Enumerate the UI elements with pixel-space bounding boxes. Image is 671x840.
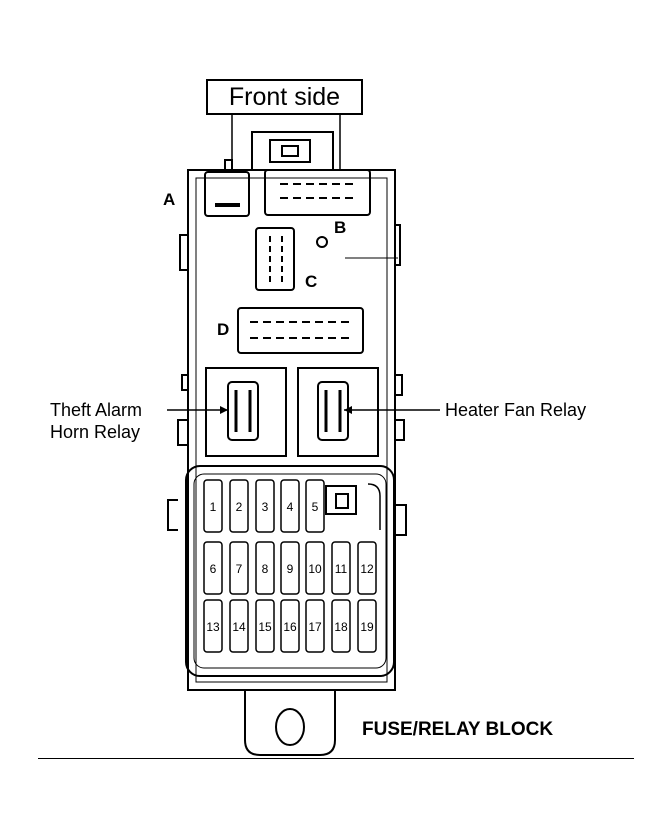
theft-alarm-label-line2: Horn Relay (50, 422, 141, 442)
heater-fan-relay (317, 381, 349, 441)
connector-a (204, 171, 250, 217)
fuse-slot-12 (357, 541, 377, 595)
relay-bay-left (205, 367, 287, 457)
connector-d (237, 307, 364, 354)
fuse-slot-7 (229, 541, 249, 595)
relay-bay-right (297, 367, 379, 457)
connector-c (255, 227, 295, 291)
fuse-slot-18 (331, 599, 351, 653)
fuse-slot-2 (229, 479, 249, 533)
front-side-label: Front side (206, 79, 363, 115)
top-tab (251, 131, 334, 170)
fuse-number-7: 7 (236, 562, 243, 576)
fuse-slot-1 (203, 479, 223, 533)
fuse-number-16: 16 (283, 620, 297, 634)
fuse-slot-16 (280, 599, 300, 653)
left-clip (179, 234, 188, 271)
connector-b (264, 169, 371, 216)
theft-alarm-horn-relay (227, 381, 259, 441)
fuse-slot-10 (305, 541, 325, 595)
mount-hole (275, 708, 305, 746)
right-clip (395, 224, 401, 266)
fuse-number-18: 18 (334, 620, 348, 634)
connector-c-label: C (305, 272, 318, 291)
fuse-number-12: 12 (360, 562, 374, 576)
fuse-number-6: 6 (210, 562, 217, 576)
fuse-slot-17 (305, 599, 325, 653)
fuse-slot-13 (203, 599, 223, 653)
fuse-number-2: 2 (236, 500, 243, 514)
block-outline (187, 169, 396, 691)
fuse-slot-15 (255, 599, 275, 653)
theft-alarm-label-line1: Theft Alarm (50, 400, 143, 420)
fuse-number-1: 1 (210, 500, 217, 514)
fuse-number-19: 19 (360, 620, 374, 634)
fuse-number-10: 10 (308, 562, 322, 576)
fuse-number-3: 3 (262, 500, 269, 514)
divider-line (38, 758, 634, 759)
block-inner-outline (195, 177, 388, 683)
connector-d-label: D (217, 320, 230, 339)
top-tab-slot (269, 139, 311, 163)
fuse-number-17: 17 (308, 620, 322, 634)
fuse-slot-11 (331, 541, 351, 595)
connector-a-label: A (163, 190, 176, 209)
bottom-mount (244, 690, 336, 756)
fuse-number-8: 8 (262, 562, 269, 576)
fuse-number-5: 5 (312, 500, 319, 514)
fuse-number-4: 4 (287, 500, 294, 514)
diagram-title: FUSE/RELAY BLOCK (362, 719, 554, 740)
fuse-slot-14 (229, 599, 249, 653)
fuse-slot-8 (255, 541, 275, 595)
connector-b-label: B (334, 218, 347, 237)
heater-fan-relay-label: Heater Fan Relay (445, 400, 587, 420)
fuse-slot-5 (305, 479, 325, 533)
fuse-number-15: 15 (258, 620, 272, 634)
fuse-slot-6 (203, 541, 223, 595)
fuse-slot-4 (280, 479, 300, 533)
fuse-number-13: 13 (206, 620, 220, 634)
fuse-slot-9 (280, 541, 300, 595)
fuse-number-9: 9 (287, 562, 294, 576)
fuse-slot-3 (255, 479, 275, 533)
fuse-panel-outline (185, 465, 395, 677)
fuse-number-11: 11 (335, 562, 348, 576)
fuse-number-14: 14 (232, 620, 246, 634)
fuse-slot-19 (357, 599, 377, 653)
